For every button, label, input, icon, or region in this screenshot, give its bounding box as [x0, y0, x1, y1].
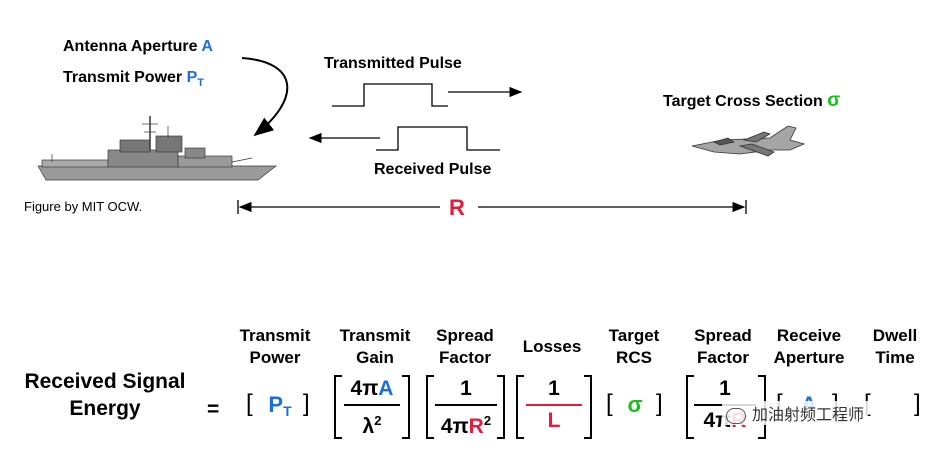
term-transmit-power: PT [268, 392, 292, 419]
transmitted-pulse-label: Transmitted Pulse [324, 55, 462, 72]
term-transmit-gain: 4πA λ2 [344, 376, 400, 440]
received-pulse-waveform [376, 126, 500, 151]
figure-credit: Figure by MIT OCW. [24, 199, 143, 214]
target-sigma-symbol: σ [827, 90, 841, 111]
wechat-icon [726, 407, 746, 424]
equals-sign: = [207, 398, 220, 421]
range-symbol: R [449, 195, 465, 220]
bracket-left-losses [516, 375, 524, 439]
bracket-right-losses [584, 375, 592, 439]
transmitted-pulse-waveform [332, 83, 448, 107]
transmit-power-symbol: PT [186, 69, 204, 89]
bracket-left-spread [426, 375, 434, 439]
term-spread-factor: 1 4πR2 [435, 376, 497, 440]
transmit-power-label: Transmit Power PT [63, 69, 204, 89]
ship-icon [37, 116, 278, 181]
bracket-right-gain [402, 375, 410, 439]
bracket-left-spread-2 [686, 375, 694, 439]
bracket-left-gain [334, 375, 342, 439]
bracket-right-rcs: ] [656, 390, 663, 417]
header-losses: Losses [522, 337, 582, 356]
bracket-right-spread [497, 375, 505, 439]
antenna-aperture-label: Antenna Aperture A [63, 38, 213, 55]
equation-lhs: Received Signal Energy [24, 370, 186, 420]
term-losses: 1 L [526, 376, 582, 434]
watermark: 加油射频工程师 [722, 401, 869, 425]
received-pulse-label: Received Pulse [374, 161, 492, 178]
term-target-rcs: σ [627, 392, 643, 417]
antenna-aperture-symbol: A [201, 38, 213, 55]
target-cross-section-label: Target Cross Section σ [663, 90, 841, 111]
bracket-right-power: ] [303, 390, 310, 417]
radar-scene-graphic [37, 57, 806, 214]
aircraft-icon [691, 125, 806, 157]
bracket-left-rcs: [ [606, 390, 613, 417]
bracket-right-dwell: ] [914, 390, 921, 417]
bracket-left-power: [ [246, 390, 253, 417]
antenna-pointer-arrow [241, 57, 289, 137]
